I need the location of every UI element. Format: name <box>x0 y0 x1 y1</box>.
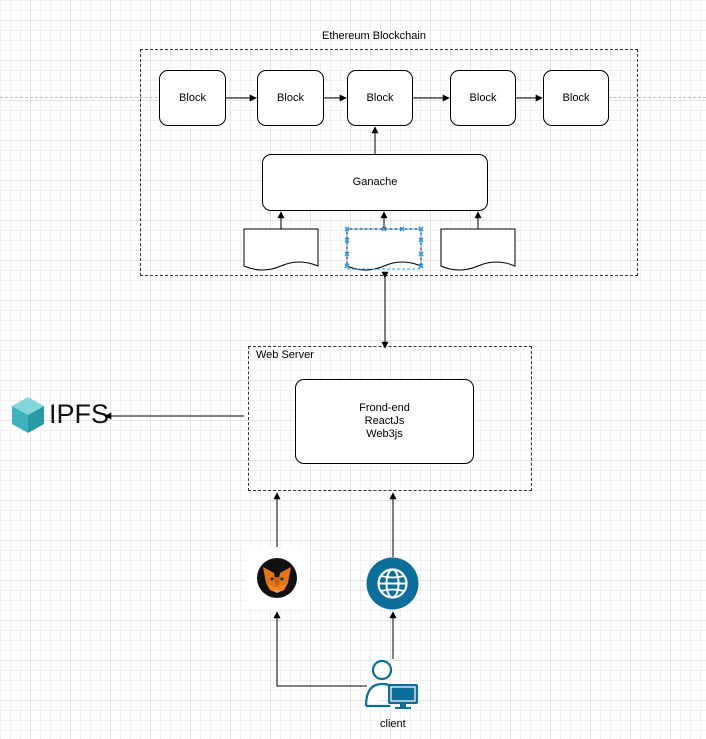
web-server-container <box>248 346 532 491</box>
smart-contract-3-line2: Contract <box>457 245 499 258</box>
smart-contract-2-line1: Smart <box>369 232 399 245</box>
metamask-node[interactable] <box>246 547 308 609</box>
frontend-line-3: Web3js <box>366 428 403 440</box>
metamask-fox-icon <box>257 558 297 598</box>
web-browser-node[interactable] <box>366 557 419 610</box>
ipfs-cube-icon <box>12 397 44 433</box>
ethereum-blockchain-container <box>140 49 638 276</box>
user-computer-icon <box>364 659 418 709</box>
block-3[interactable]: Block <box>347 70 413 126</box>
client-node[interactable] <box>360 658 422 710</box>
ipfs-node[interactable]: IPFS <box>10 396 109 434</box>
frontend-line-2: ReactJs <box>364 415 405 427</box>
client-label: client <box>380 718 406 730</box>
frontend-node[interactable]: Frond-end ReactJs Web3js <box>295 379 474 464</box>
smart-contract-3[interactable]: Smart Contract <box>441 229 515 262</box>
smart-contract-1-line2: Contract <box>260 245 302 258</box>
frontend-line-1: Frond-end <box>359 402 410 414</box>
block-4[interactable]: Block <box>450 70 516 126</box>
smart-contract-1-line1: Smart <box>266 232 296 245</box>
block-2[interactable]: Block <box>257 70 324 126</box>
globe-icon <box>366 557 419 610</box>
ganache-node[interactable]: Ganache <box>262 154 488 211</box>
smart-contract-3-line1: Smart <box>463 232 493 245</box>
ipfs-label: IPFS <box>49 399 110 429</box>
block-5[interactable]: Block <box>543 70 609 126</box>
edge-client-metamask <box>273 611 367 687</box>
web-server-title: Web Server <box>256 349 314 361</box>
block-1[interactable]: Block <box>159 70 226 126</box>
smart-contract-2[interactable]: Smart Contract <box>347 229 421 262</box>
smart-contract-1[interactable]: Smart Contract <box>244 229 318 262</box>
ethereum-blockchain-title: Ethereum Blockchain <box>322 30 426 42</box>
smart-contract-2-line2: Contract <box>363 245 405 258</box>
